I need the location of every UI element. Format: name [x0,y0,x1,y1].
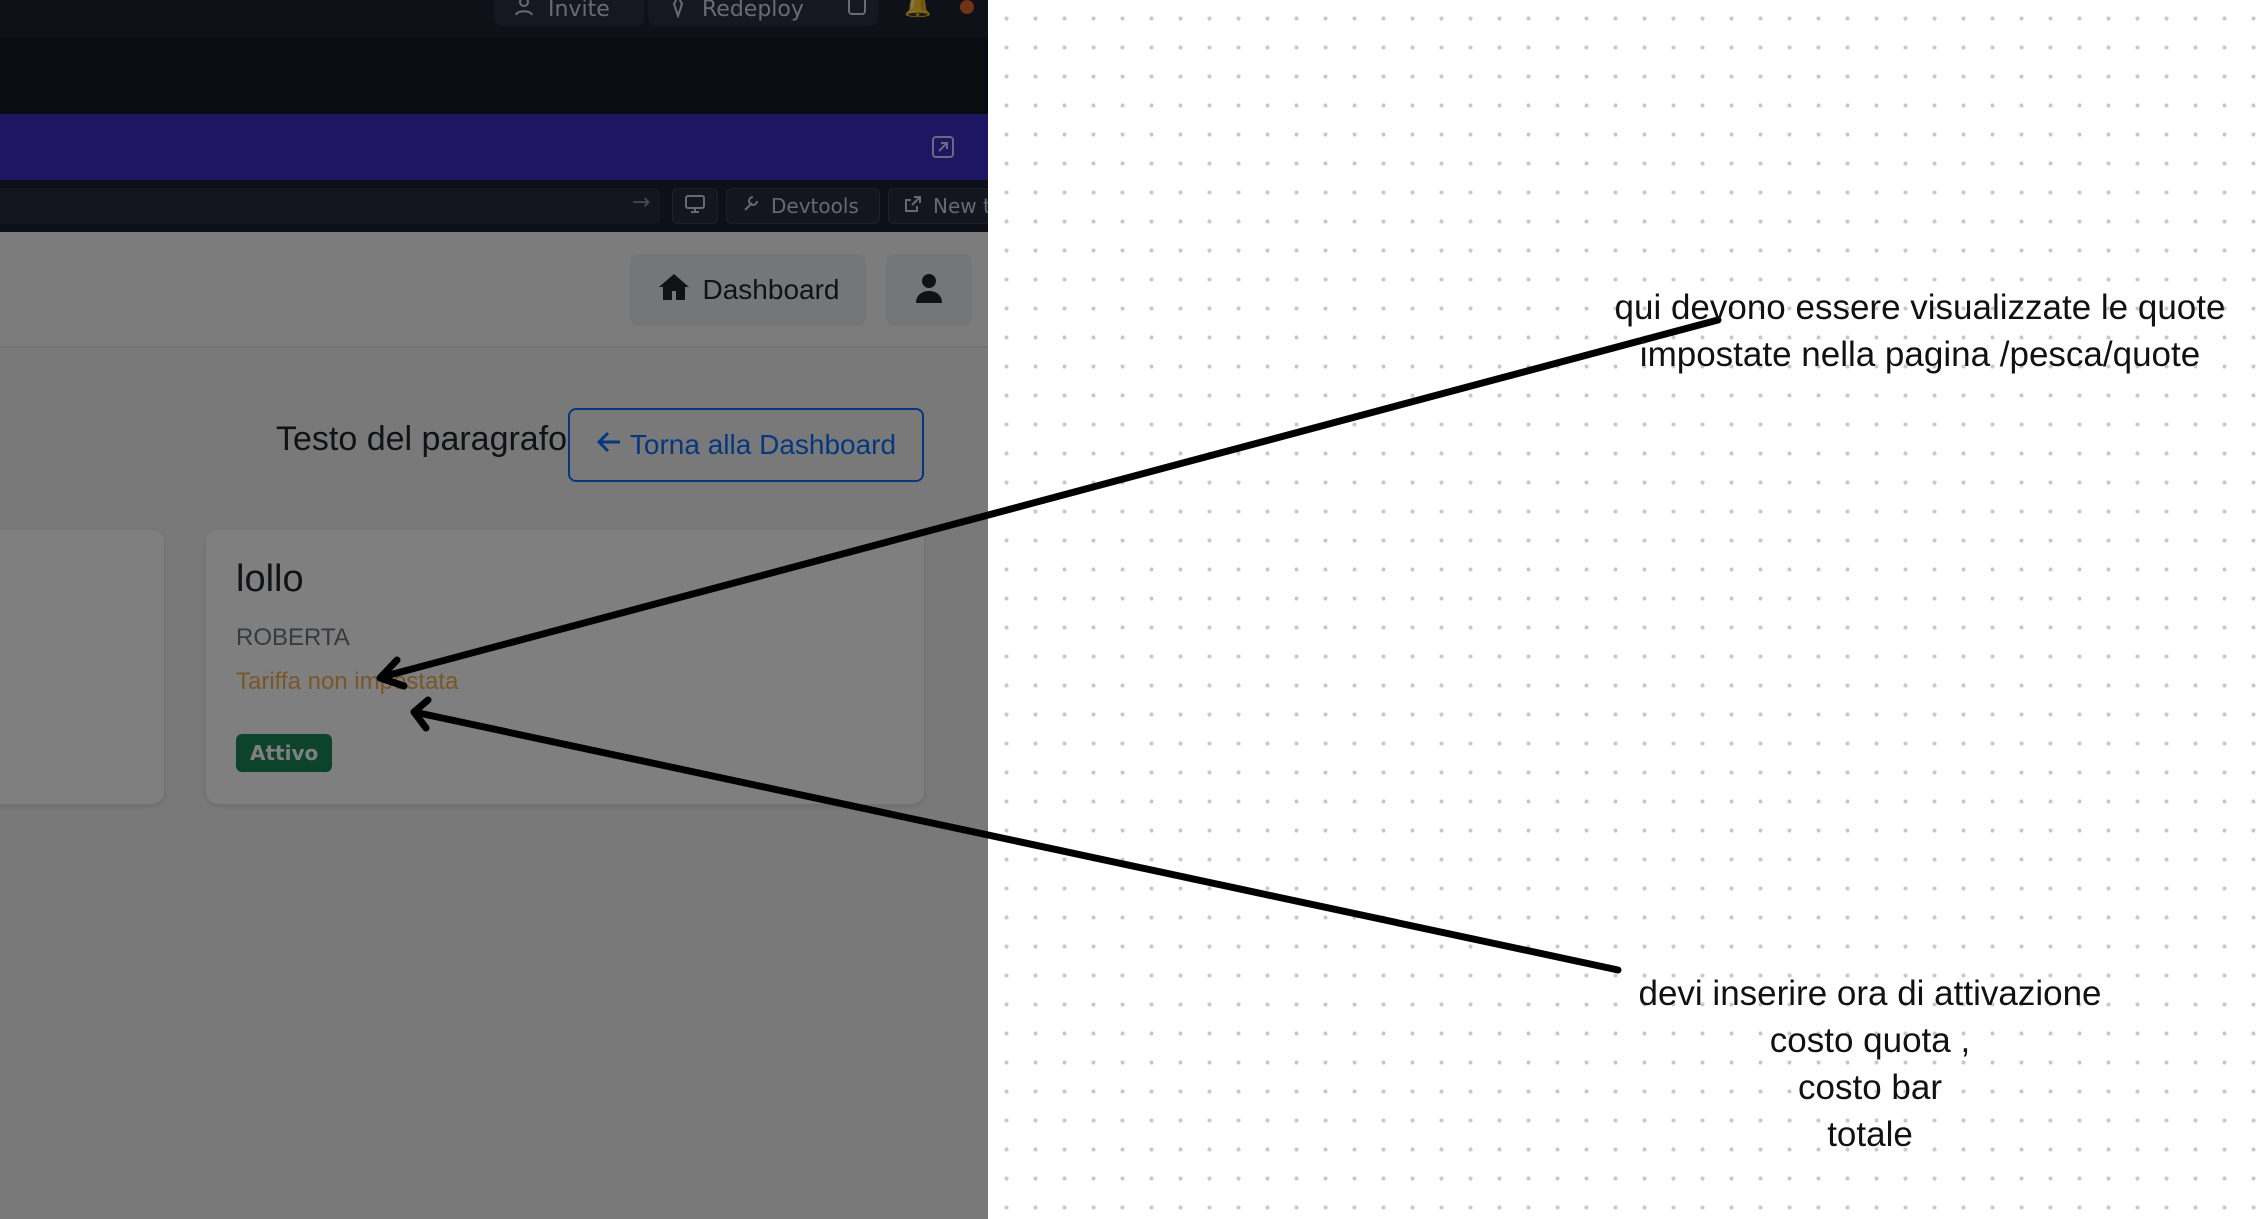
devtools-label: Devtools [771,194,859,218]
url-bar: → Devtools New t [0,180,988,232]
preview-header-bar [0,114,988,180]
dashboard-label: Dashboard [702,274,840,305]
invite-button[interactable]: Invite [494,0,644,26]
card-partial[interactable] [0,530,164,804]
back-button-label: Torna alla Dashboard [629,429,897,460]
screen-button[interactable] [672,188,718,224]
page-paragraph: Testo del paragrafo [276,420,568,458]
external-link-icon [903,194,923,219]
secondary-bar [0,38,988,114]
annotation-note-fields: devi inserire ora di attivazione costo q… [1600,970,2140,1158]
card-subtitle: ROBERTA [236,624,350,651]
status-badge: Attivo [236,734,333,772]
note1-line1: qui devono essere visualizzate le quote [1614,288,2226,327]
main-content: Testo del paragrafo Torna alla Dashboard… [0,348,988,1219]
monitor-icon [684,193,706,220]
window-icon [846,0,868,23]
tariff-status: Tariffa non impostata [236,668,459,695]
note2-line2: costo quota , [1769,1021,1971,1060]
devtools-button[interactable]: Devtools [726,188,880,224]
note2-line1: devi inserire ora di attivazione [1638,974,2102,1013]
bell-icon[interactable]: 🔔 [904,0,932,19]
home-icon [657,272,691,309]
user-button[interactable] [886,254,972,326]
note2-line4: totale [1827,1115,1913,1154]
annotation-note-quote: qui devono essere visualizzate le quote … [1600,284,2240,378]
new-tab-button[interactable]: New t [888,188,988,224]
user-plus-icon [512,0,536,24]
back-to-dashboard-button[interactable]: Torna alla Dashboard [568,408,924,482]
note2-line3: costo bar [1798,1068,1942,1107]
expand-icon[interactable] [928,132,958,162]
arrow-right-icon[interactable]: → [632,190,651,215]
redeploy-label: Redeploy [702,0,804,22]
app-screenshot: Invite Redeploy 🔔 → [0,0,988,1219]
user-icon [915,272,943,308]
customer-card[interactable]: lollo ROBERTA Tariffa non impostata Atti… [206,530,924,804]
avatar[interactable] [960,0,974,14]
new-tab-label: New t [933,194,988,218]
url-input[interactable] [0,188,660,224]
top-bar: Invite Redeploy 🔔 [0,0,988,38]
app-navbar: Dashboard [0,232,988,348]
dashboard-button[interactable]: Dashboard [630,254,866,326]
card-title: lollo [236,558,304,600]
wrench-icon [741,194,761,219]
note1-line2: impostate nella pagina /pesca/quote [1639,335,2201,374]
window-button[interactable] [836,0,878,26]
arrow-left-icon [596,429,622,461]
rocket-icon [666,0,690,24]
invite-label: Invite [548,0,610,22]
